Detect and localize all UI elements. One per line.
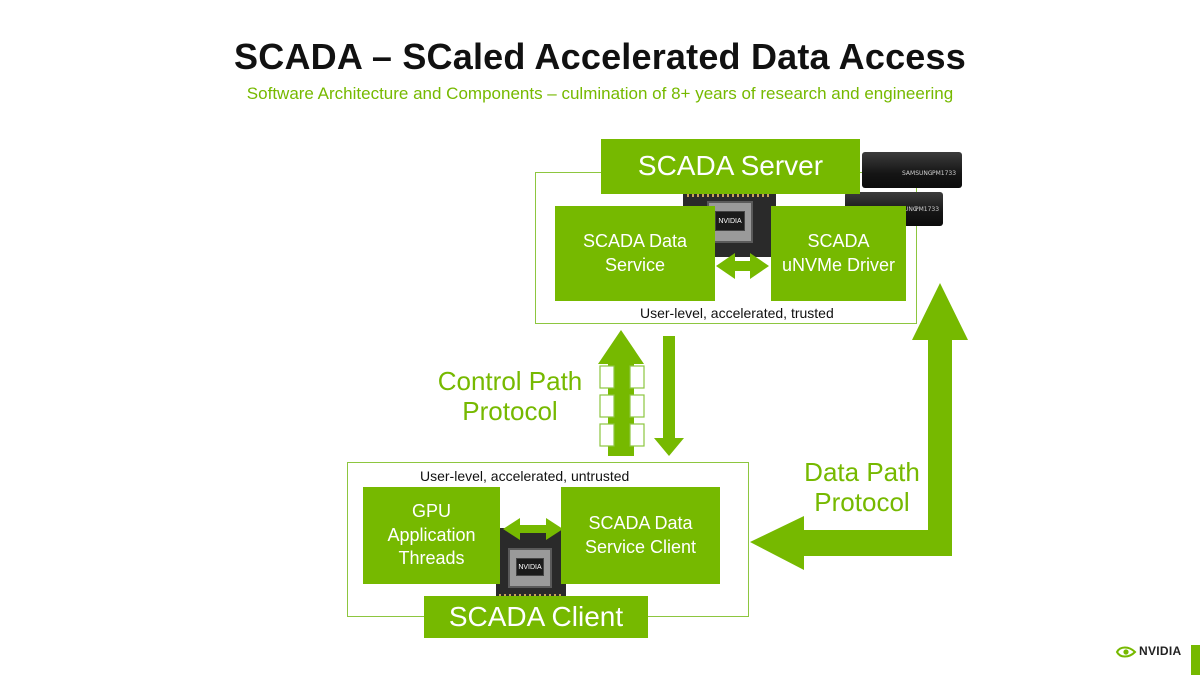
control-path-down-arrow [654,336,684,456]
gpu-application-threads-box: GPU Application Threads [363,487,500,584]
scada-data-service-client-box: SCADA Data Service Client [561,487,720,584]
chip-badge: NVIDIA [516,558,544,576]
ssd-icon: SAMSUNG PM1733 [862,152,962,188]
slide-subtitle: Software Architecture and Components – c… [246,84,954,103]
nvidia-logo-text: NVIDIA [1139,644,1182,658]
data-path-arrow [750,283,968,570]
server-label: SCADA Server [601,139,860,194]
corner-accent-bar [1191,645,1200,675]
server-trust-note: User-level, accelerated, trusted [640,305,834,321]
gpu-chip-icon: NVIDIA [496,528,566,600]
scada-data-service-box: SCADA Data Service [555,206,715,301]
scada-unvme-driver-box: SCADA uNVMe Driver [771,206,906,301]
nvidia-logo-icon [1115,646,1137,658]
client-label: SCADA Client [424,596,648,638]
client-trust-note: User-level, accelerated, untrusted [420,468,630,484]
data-path-protocol-label: Data Path Protocol [804,457,920,517]
slide-title: SCADA – SCaled Accelerated Data Access [234,36,966,77]
control-path-up-arrow [598,330,645,456]
chip-badge: NVIDIA [715,211,745,231]
control-path-protocol-label: Control Path Protocol [437,366,583,426]
server-double-arrow [716,253,769,279]
client-double-arrow [503,518,563,540]
